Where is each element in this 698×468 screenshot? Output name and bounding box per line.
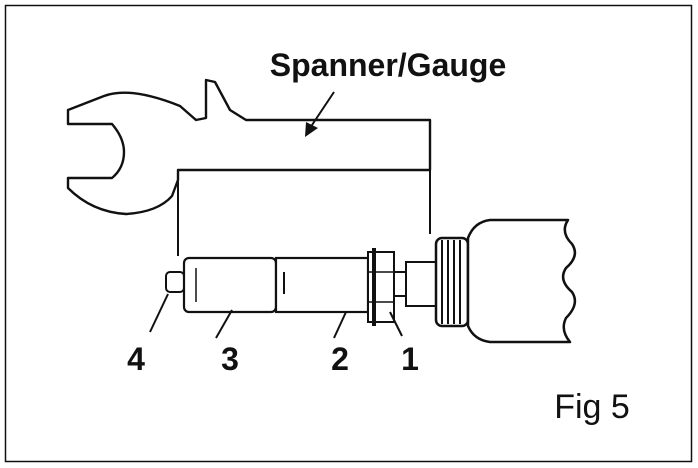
- stem-collar: [393, 271, 407, 297]
- diagram-title: Spanner/Gauge: [270, 47, 507, 83]
- part-1-locknut: [367, 248, 395, 326]
- housing: [466, 218, 577, 344]
- part-4-tip: [165, 271, 185, 293]
- threaded-connector: [434, 236, 470, 328]
- leader-lines: [149, 293, 403, 339]
- part-label-2: 2: [331, 341, 349, 377]
- part-label-3: 3: [221, 341, 239, 377]
- title-arrow: [305, 91, 335, 137]
- figure-frame: [4, 4, 693, 463]
- spanner-outline: [66, 78, 432, 216]
- stem-shaft: [405, 261, 437, 307]
- figure-label: Fig 5: [554, 388, 630, 426]
- part-2-sleeve: [274, 256, 370, 314]
- part-label-4: 4: [127, 341, 145, 377]
- part-label-1: 1: [401, 341, 419, 377]
- part-3-body: [182, 256, 278, 314]
